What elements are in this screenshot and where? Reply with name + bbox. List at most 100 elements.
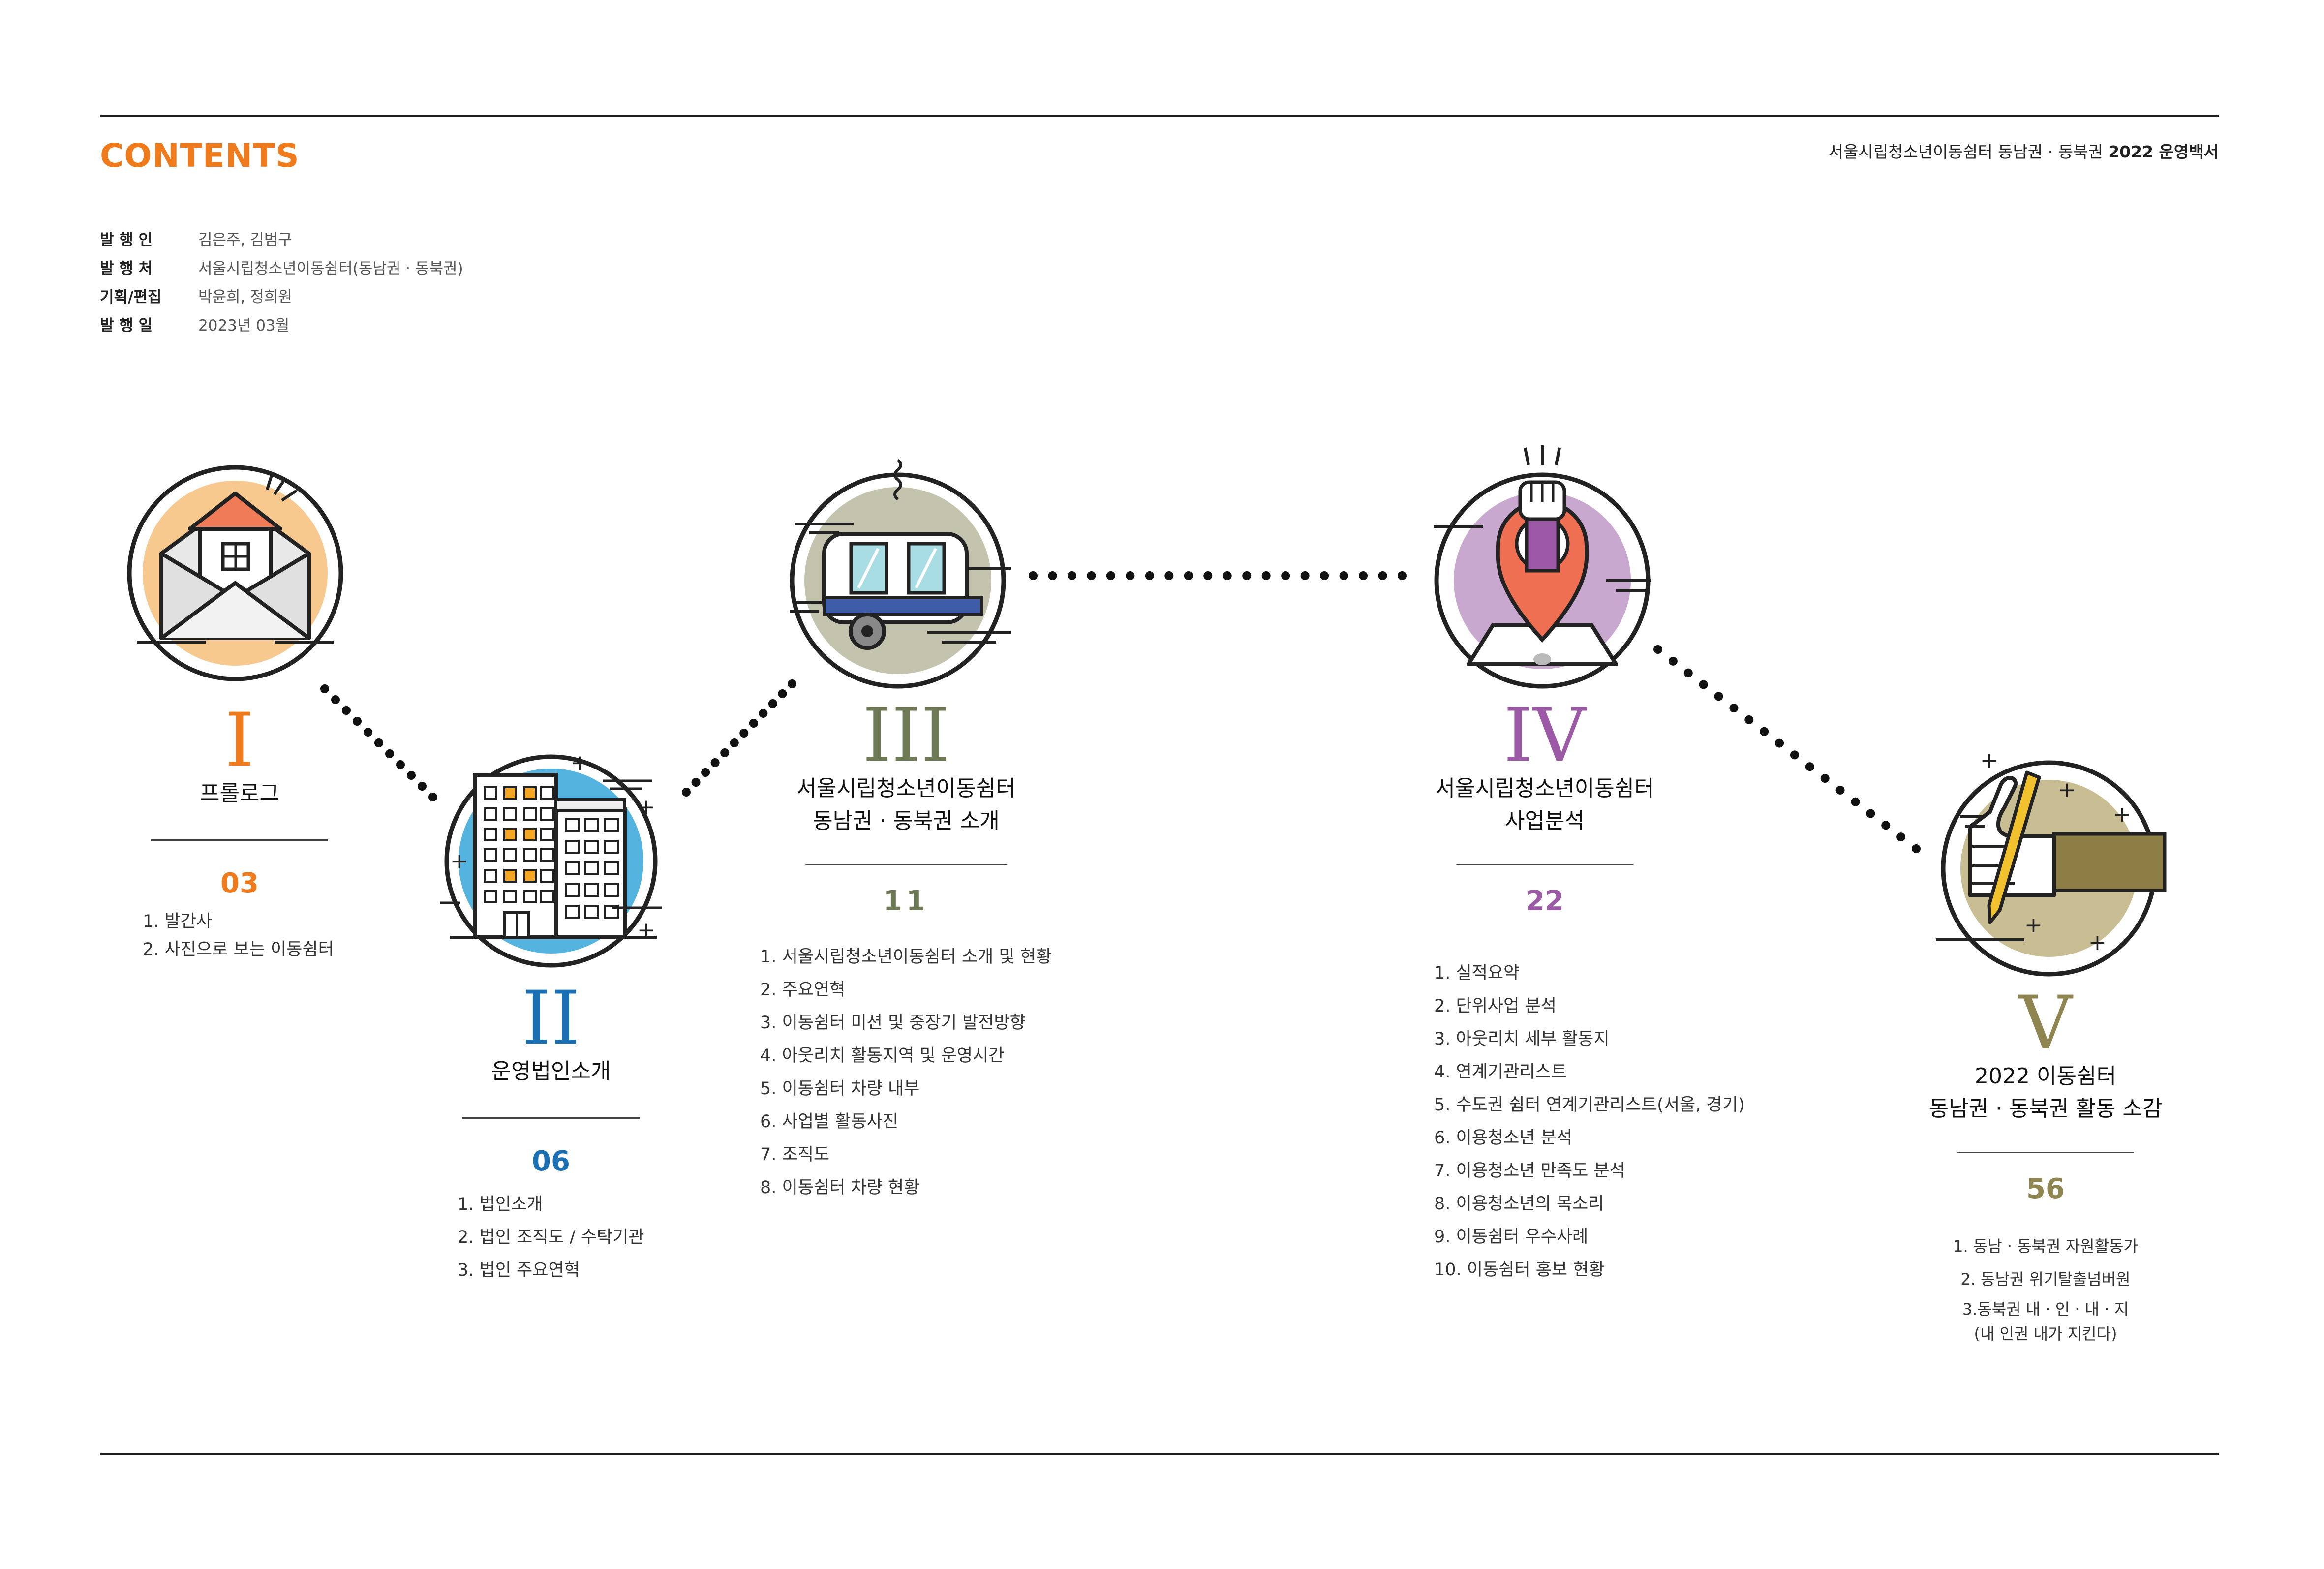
connector-dot	[1866, 809, 1875, 818]
window-shape	[484, 786, 497, 800]
toc-item[interactable]: 2. 단위사업 분석	[1434, 996, 1557, 1016]
section-divider	[462, 1117, 640, 1119]
connector-dot	[418, 782, 427, 791]
connector-dot	[1261, 571, 1271, 580]
colophon-row-publisher: 발 행 인 김은주, 김범구	[100, 224, 463, 252]
svg-text:+: +	[2058, 777, 2076, 802]
colophon-value: 박윤희, 정희원	[198, 288, 292, 306]
window-shape	[565, 861, 580, 875]
toc-item[interactable]: 7. 조직도	[760, 1145, 830, 1165]
toc-item[interactable]: 7. 이용청소년 만족도 분석	[1434, 1161, 1625, 1181]
connector-dot	[778, 689, 787, 698]
connector-dot	[1184, 571, 1193, 580]
document-title-year: 2022 운영백서	[2108, 142, 2219, 161]
toc-item[interactable]: 2. 사진으로 보는 이동쉼터	[143, 940, 334, 959]
connector-dot	[720, 748, 730, 757]
connector-dot	[1835, 785, 1845, 795]
window-shape	[540, 828, 554, 841]
colophon-key: 발 행 인	[100, 231, 153, 249]
connector-dot	[730, 738, 739, 747]
toc-item[interactable]: 1. 법인소개	[458, 1195, 543, 1214]
section-4-heading: IV 서울시립청소년이동쉼터 사업분석 22	[1435, 699, 1654, 917]
toc-item[interactable]: 8. 이동쉼터 차량 현황	[760, 1178, 920, 1198]
connector-dot	[1164, 571, 1174, 580]
window-shape	[584, 840, 599, 854]
window-shape	[484, 828, 497, 841]
connector-dot	[682, 788, 691, 797]
toc-item[interactable]: 8. 이용청소년의 목소리	[1434, 1194, 1604, 1214]
connector-dot	[788, 679, 796, 688]
section-page-number[interactable]: 03	[220, 867, 259, 899]
connector-dot	[1359, 571, 1368, 580]
connector-dot	[1668, 656, 1678, 666]
envelope-house-icon	[127, 465, 343, 681]
toc-item[interactable]: 3. 이동쉼터 미션 및 중장기 발전방향	[760, 1013, 1026, 1033]
toc-item[interactable]: 3. 아웃리치 세부 활동지	[1434, 1029, 1610, 1049]
section-numeral: IV	[1503, 693, 1586, 778]
connector-dot	[1775, 738, 1784, 748]
toc-item[interactable]: 5. 이동쉼터 차량 내부	[760, 1079, 920, 1099]
toc-item[interactable]: 1. 발간사	[143, 912, 213, 931]
connector-dot	[342, 706, 351, 715]
connector-dot	[1223, 571, 1232, 580]
toc-item[interactable]: 6. 이용청소년 분석	[1434, 1128, 1573, 1148]
toc-item[interactable]: (내 인권 내가 지킨다)	[1974, 1324, 2117, 1343]
toc-item[interactable]: 9. 이동쉼터 우수사례	[1434, 1227, 1589, 1247]
connector-dot	[407, 771, 416, 780]
toc-item[interactable]: 4. 연계기관리스트	[1434, 1062, 1567, 1082]
window-shape	[604, 818, 619, 832]
window-shape	[604, 840, 619, 854]
colophon-row-publishing-office: 발 행 처 서울시립청소년이동쉼터(동남권 · 동북권)	[100, 252, 463, 281]
connector-dot	[1145, 571, 1154, 580]
connector-dot	[1744, 715, 1754, 724]
section-numeral: I	[225, 698, 254, 783]
toc-item[interactable]: 3.동북권 내 · 인 · 내 · 지	[1962, 1300, 2129, 1319]
document-title-prefix: 서울시립청소년이동쉼터 동남권 · 동북권	[1828, 142, 2109, 161]
toc-item[interactable]: 4. 아웃리치 활동지역 및 운영시간	[760, 1046, 1005, 1066]
section-2-heading: II 운영법인소개 06	[462, 982, 640, 1177]
document-title: 서울시립청소년이동쉼터 동남권 · 동북권 2022 운영백서	[1829, 139, 2219, 162]
toc-item[interactable]: 5. 수도권 쉼터 연계기관리스트(서울, 경기)	[1434, 1095, 1745, 1115]
section-numeral: II	[521, 976, 581, 1061]
contents-heading: CONTENTS	[100, 137, 300, 175]
section-page-number[interactable]: 06	[532, 1145, 570, 1177]
toc-item[interactable]: 10. 이동쉼터 홍보 현황	[1434, 1260, 1605, 1280]
section-1-items: 1. 발간사 2. 사진으로 보는 이동쉼터	[143, 905, 334, 966]
window-shape	[503, 807, 517, 821]
connector-dot	[1714, 692, 1723, 701]
window-shape	[584, 861, 599, 875]
window-shape	[565, 883, 580, 897]
section-page-number[interactable]: 22	[1526, 885, 1564, 917]
window-shape	[540, 786, 554, 800]
colophon: 발 행 인 김은주, 김범구 발 행 처 서울시립청소년이동쉼터(동남권 · 동…	[100, 224, 463, 338]
connector-dot	[1378, 571, 1387, 580]
connector-dot	[1760, 727, 1769, 736]
toc-item[interactable]: 1. 서울시립청소년이동쉼터 소개 및 현황	[760, 947, 1052, 967]
toc-item[interactable]: 1. 동남 · 동북권 자원활동가	[1953, 1237, 2138, 1256]
section-page-number[interactable]: 56	[2026, 1173, 2065, 1205]
toc-item[interactable]: 2. 법인 조직도 / 수탁기관	[458, 1228, 644, 1247]
window-shape	[523, 869, 537, 883]
connector-dot	[1203, 571, 1213, 580]
window-shape	[523, 828, 537, 841]
connector-dot	[1281, 571, 1290, 580]
toc-item[interactable]: 1. 실적요약	[1434, 963, 1520, 983]
svg-text:+: +	[1980, 748, 1998, 773]
toc-item[interactable]: 6. 사업별 활동사진	[760, 1112, 899, 1132]
window-shape	[503, 786, 517, 800]
connector-dot	[1790, 750, 1799, 760]
section-divider	[805, 864, 1007, 865]
connector-dot	[1653, 645, 1662, 654]
toc-item[interactable]: 2. 주요연혁	[760, 980, 846, 1000]
section-title: 서울시립청소년이동쉼터	[1435, 776, 1654, 801]
window-shape	[523, 786, 537, 800]
section-page-number[interactable]: 11	[883, 885, 929, 917]
toc-item[interactable]: 3. 법인 주요연혁	[458, 1261, 580, 1280]
connector-dot	[428, 793, 437, 801]
connector-dot	[1398, 571, 1407, 580]
colophon-key: 발 행 처	[100, 259, 153, 277]
window-shape	[540, 848, 554, 862]
toc-item[interactable]: 2. 동남권 위기탈출넘버원	[1960, 1270, 2131, 1289]
map-pin-hand-icon	[1434, 445, 1651, 689]
window-shape	[584, 883, 599, 897]
